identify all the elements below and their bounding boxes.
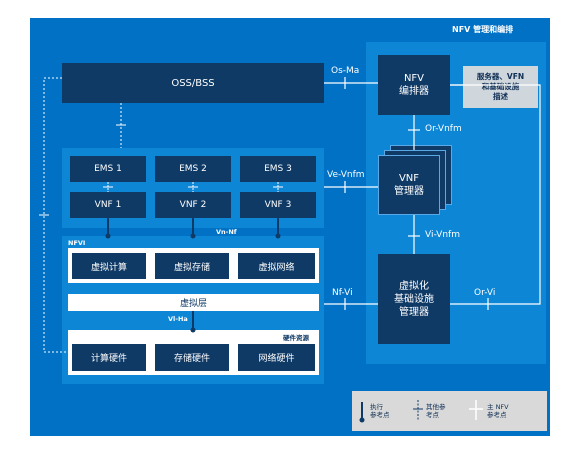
hardware-resources-label: 硬件资源 <box>283 334 309 342</box>
vnfm-line-2: 管理器 <box>394 186 424 197</box>
network-hardware-box: 网络硬件 <box>238 344 315 371</box>
virtual-network-label: 虚拟网络 <box>258 262 295 273</box>
virtual-network-box: 虚拟网络 <box>238 253 315 279</box>
vn-nf-dot-1 <box>105 233 111 239</box>
vim-line-1: 虚拟化 <box>399 280 429 292</box>
vnf-1-label: VNF 1 <box>94 200 122 210</box>
virtual-compute-box: 虚拟计算 <box>72 253 146 279</box>
os-ma-label: Os-Ma <box>331 66 360 76</box>
ems-3-label: EMS 3 <box>264 164 292 174</box>
legend-exec-line-2: 参考点 <box>370 411 390 419</box>
vnf-3-label: VNF 3 <box>264 200 292 210</box>
desc-line-3: 描述 <box>493 92 508 101</box>
left-dotted-loop <box>43 77 68 353</box>
ve-vnfm-label: Ve-Vnfm <box>327 170 365 180</box>
virtual-storage-label: 虚拟存储 <box>173 262 210 273</box>
virtual-storage-box: 虚拟存储 <box>155 253 229 279</box>
legend-exec-dot <box>359 417 365 423</box>
legend-other-line-2: 考点 <box>426 411 439 419</box>
legend-exec-line-1: 执行 <box>370 403 383 411</box>
storage-hardware-box: 存储硬件 <box>155 344 229 371</box>
vnf-manager-box: VNF 管理器 <box>378 155 440 215</box>
nf-vi-label: Nf-Vi <box>332 288 353 298</box>
ems-2-box: EMS 2 <box>155 156 231 182</box>
ems-2-label: EMS 2 <box>179 164 207 174</box>
vim-line-2: 基础设施 <box>394 293 434 305</box>
vnf-3-box: VNF 3 <box>240 192 316 218</box>
oss-bss-box: OSS/BSS <box>62 63 324 103</box>
legend-other-text: 其他参 考点 <box>426 403 446 419</box>
network-hardware-label: 网络硬件 <box>258 354 295 364</box>
vnf-2-box: VNF 2 <box>155 192 231 218</box>
ems-1-box: EMS 1 <box>70 156 146 182</box>
legend-main-line-1: 主 NFV <box>487 403 509 411</box>
ems-3-box: EMS 3 <box>240 156 316 182</box>
virtualization-layer-label: 虚拟层 <box>179 299 207 309</box>
virtual-compute-label: 虚拟计算 <box>90 262 127 273</box>
or-vi-label: Or-Vi <box>474 288 496 298</box>
vim-line-3: 管理器 <box>399 306 429 318</box>
virtualization-layer: 虚拟层 <box>68 294 319 311</box>
or-vnfm-label: Or-Vnfm <box>425 124 462 134</box>
legend-main-line-2: 参考点 <box>487 411 507 419</box>
nfv-mano-title: NFV 管理和编排 <box>452 25 514 34</box>
desc-line-1: 服务器、VFN <box>476 72 525 81</box>
vn-nf-dot-2 <box>190 233 196 239</box>
or-vi-line <box>450 84 541 305</box>
nfvo-line-2: 编排器 <box>399 86 429 97</box>
vim-box: 虚拟化 基础设施 管理器 <box>378 254 450 344</box>
desc-line-2: 和基础设施 <box>481 82 520 91</box>
vnf-2-label: VNF 2 <box>179 200 207 210</box>
service-infra-description-box: 服务器、VFN 和基础设施 描述 <box>463 66 538 108</box>
ems-1-label: EMS 1 <box>94 164 122 174</box>
compute-hardware-label: 计算硬件 <box>90 354 127 364</box>
nfvo-line-1: NFV <box>403 73 425 84</box>
vl-ha-label: Vl-Ha <box>168 315 188 323</box>
oss-bss-label: OSS/BSS <box>171 77 215 89</box>
vnfm-line-1: VNF <box>398 173 420 184</box>
vn-nf-dot-3 <box>275 233 281 239</box>
vnf-1-box: VNF 1 <box>70 192 146 218</box>
legend-main-text: 主 NFV 参考点 <box>487 403 509 419</box>
nfvi-label: NFVI <box>68 239 86 247</box>
legend-box <box>352 391 547 431</box>
vl-ha-dot <box>190 327 196 333</box>
nfv-orchestrator-box: NFV 编排器 <box>378 55 450 115</box>
vi-vnfm-label: Vi-Vnfm <box>425 230 460 240</box>
storage-hardware-label: 存储硬件 <box>173 354 210 364</box>
vn-nf-label: Vn-Nf <box>216 228 237 236</box>
legend-other-line-1: 其他参 <box>426 403 446 411</box>
legend-exec-text: 执行 参考点 <box>370 403 390 419</box>
compute-hardware-box: 计算硬件 <box>72 344 146 371</box>
